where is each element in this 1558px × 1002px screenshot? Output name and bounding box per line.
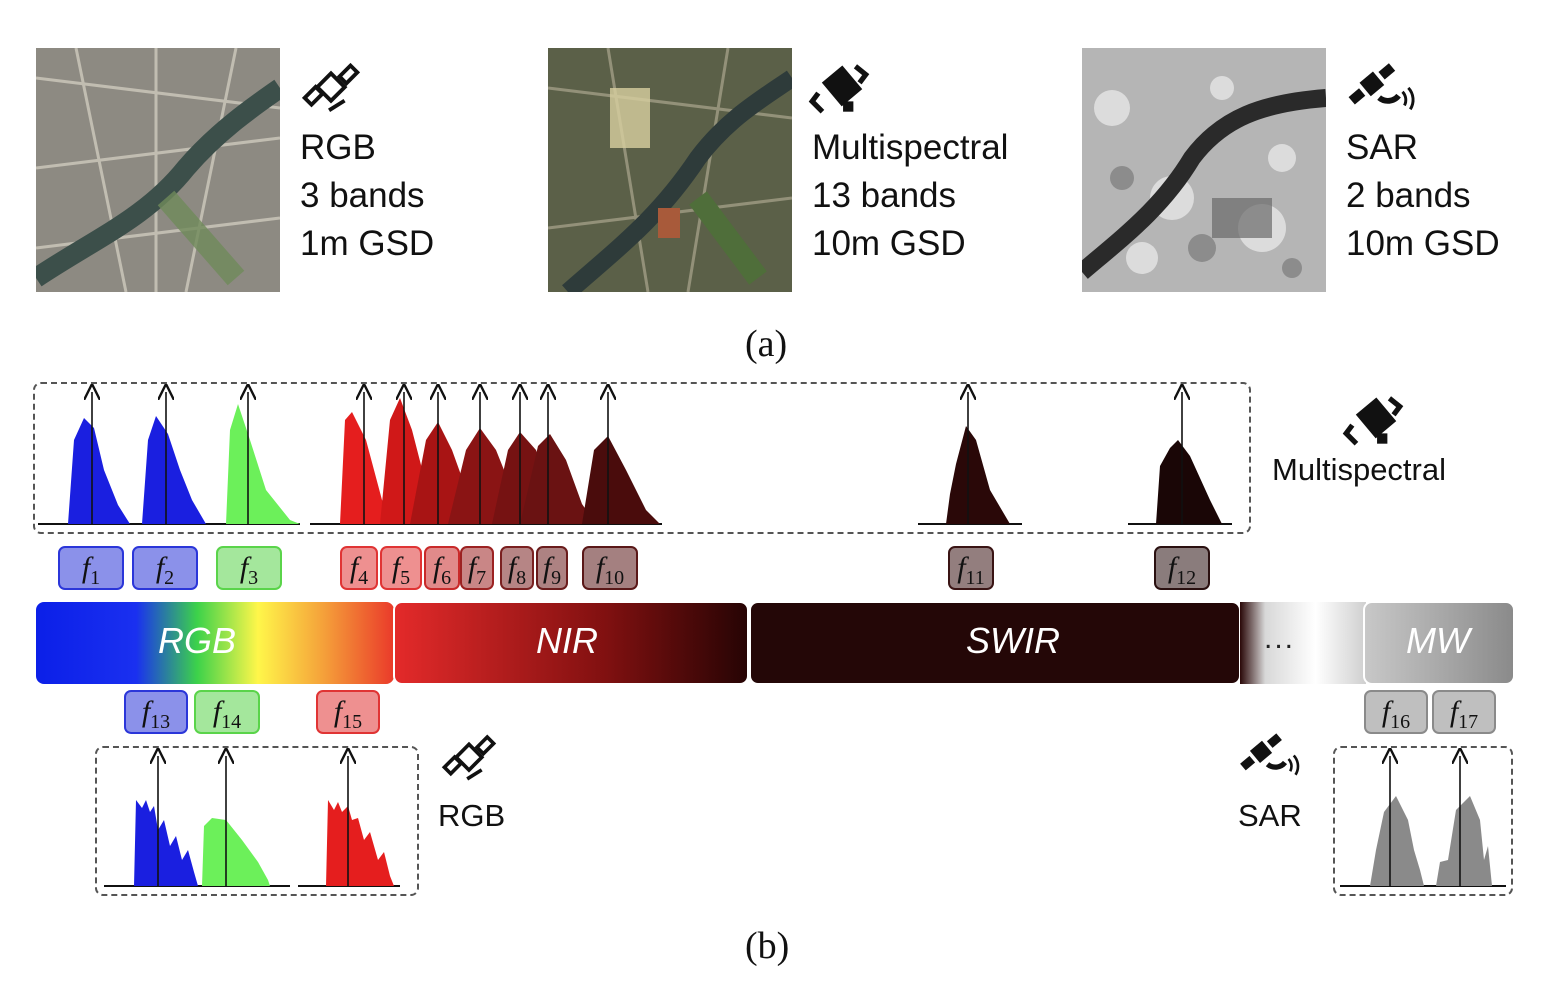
panel-a-label: (a) xyxy=(745,323,788,365)
filter-symbol: f xyxy=(595,551,605,584)
sar-sensor-label: SAR xyxy=(1238,798,1302,833)
filter-subscript: 6 xyxy=(441,566,452,589)
filter-subscript: 17 xyxy=(1458,710,1479,733)
filter-symbol: f xyxy=(542,551,552,584)
filter-symbol: f xyxy=(1449,695,1459,728)
band-label-swir: SWIR xyxy=(966,620,1060,661)
filter-subscript: 7 xyxy=(476,566,487,589)
filter-symbol: f xyxy=(81,551,91,584)
rgb-response-box xyxy=(95,746,419,896)
sar-spec-text: SAR 2 bands 10m GSD xyxy=(1346,124,1500,268)
filter-symbol: f xyxy=(349,551,359,584)
filter-subscript: 5 xyxy=(400,566,411,589)
multispectral-aerial-image xyxy=(548,48,792,292)
band-label-mw: MW xyxy=(1406,620,1470,661)
filter-symbol: f xyxy=(239,551,249,584)
filter-subscript: 11 xyxy=(965,566,985,589)
filter-subscript: 9 xyxy=(551,566,562,589)
filter-subscript: 16 xyxy=(1390,710,1411,733)
sar-bands: 2 bands xyxy=(1346,176,1471,215)
filter-subscript: 3 xyxy=(248,566,259,589)
multispectral-response-box xyxy=(33,382,1251,534)
filter-symbol: f xyxy=(391,551,401,584)
spectrum-bar xyxy=(36,602,1514,684)
satellite-icon xyxy=(300,58,362,120)
filter-subscript: 4 xyxy=(358,566,369,589)
sar-name: SAR xyxy=(1346,128,1418,167)
radar-satellite-icon xyxy=(1344,48,1422,120)
filter-subscript: 12 xyxy=(1176,566,1197,589)
sar-gsd: 10m GSD xyxy=(1346,224,1500,263)
sar-aerial-image xyxy=(1082,48,1326,292)
multispectral-gsd: 10m GSD xyxy=(812,224,966,263)
filter-symbol: f xyxy=(957,551,966,584)
multispectral-name: Multispectral xyxy=(812,128,1009,167)
filter-subscript: 15 xyxy=(342,710,363,733)
rgb-gsd: 1m GSD xyxy=(300,224,435,263)
filter-subscript: 14 xyxy=(221,710,242,733)
sar-sensor-icon xyxy=(1236,720,1306,784)
filter-symbol: f xyxy=(141,695,151,728)
filter-symbol: f xyxy=(333,695,343,728)
filter-subscript: 8 xyxy=(516,566,527,589)
filter-subscript: 10 xyxy=(604,566,625,589)
multispectral-sensor-label: Multispectral xyxy=(1272,452,1446,487)
multispectral-spec-text: Multispectral 13 bands 10m GSD xyxy=(812,124,1008,268)
panel-b-label: (b) xyxy=(745,925,790,967)
multispectral-sensor-icon xyxy=(1342,388,1408,454)
multispectral-bands: 13 bands xyxy=(812,176,957,215)
rgb-name: RGB xyxy=(300,128,376,167)
band-label-rgb: RGB xyxy=(158,620,237,661)
filter-subscript: 2 xyxy=(164,566,175,589)
rgb-sensor-icon xyxy=(440,730,498,788)
sar-response-box xyxy=(1333,746,1513,896)
spectrum-ellipsis: ... xyxy=(1264,622,1296,655)
band-label-nir: NIR xyxy=(536,620,598,661)
filter-symbol: f xyxy=(432,551,442,584)
rgb-sensor-label: RGB xyxy=(438,798,506,833)
rgb-spec-text: RGB 3 bands 1m GSD xyxy=(300,124,434,268)
filter-subscript: 13 xyxy=(150,710,171,733)
filter-symbol: f xyxy=(1167,551,1177,584)
satellite-camera-icon xyxy=(808,56,874,122)
rgb-bands: 3 bands xyxy=(300,176,425,215)
filter-subscript: 1 xyxy=(90,566,101,589)
filter-symbol: f xyxy=(1381,695,1391,728)
rgb-aerial-image xyxy=(36,48,280,292)
filter-symbol: f xyxy=(155,551,165,584)
filter-symbol: f xyxy=(507,551,517,584)
filter-symbol: f xyxy=(212,695,222,728)
filter-symbol: f xyxy=(467,551,477,584)
